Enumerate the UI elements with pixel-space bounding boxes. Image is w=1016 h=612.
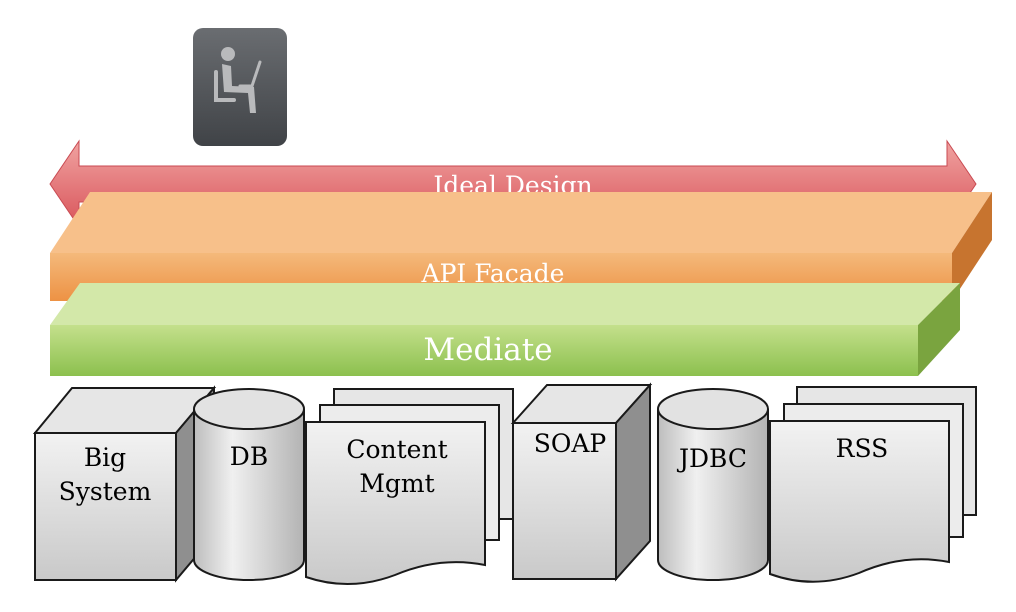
jdbc-cylinder: JDBC bbox=[657, 388, 769, 581]
content-mgmt-label-line2: Mgmt bbox=[359, 469, 434, 498]
soap-label: SOAP bbox=[534, 429, 607, 458]
rss-document: RSS bbox=[769, 386, 977, 583]
big-system-box: Big System bbox=[32, 385, 217, 583]
big-system-label-line1: Big bbox=[84, 443, 126, 472]
jdbc-label: JDBC bbox=[676, 444, 747, 473]
db-cylinder: DB bbox=[193, 388, 305, 581]
mediate-layer: Mediate bbox=[50, 283, 960, 376]
soap-box: SOAP bbox=[510, 382, 653, 582]
content-mgmt-label-line1: Content bbox=[346, 435, 447, 464]
user-tile bbox=[193, 28, 287, 146]
person-at-laptop-icon bbox=[214, 47, 262, 113]
rss-label: RSS bbox=[836, 434, 889, 463]
db-label: DB bbox=[230, 442, 268, 471]
content-mgmt-document: Content Mgmt bbox=[305, 388, 514, 585]
big-system-label-line2: System bbox=[59, 477, 152, 506]
mediate-label: Mediate bbox=[423, 332, 552, 368]
